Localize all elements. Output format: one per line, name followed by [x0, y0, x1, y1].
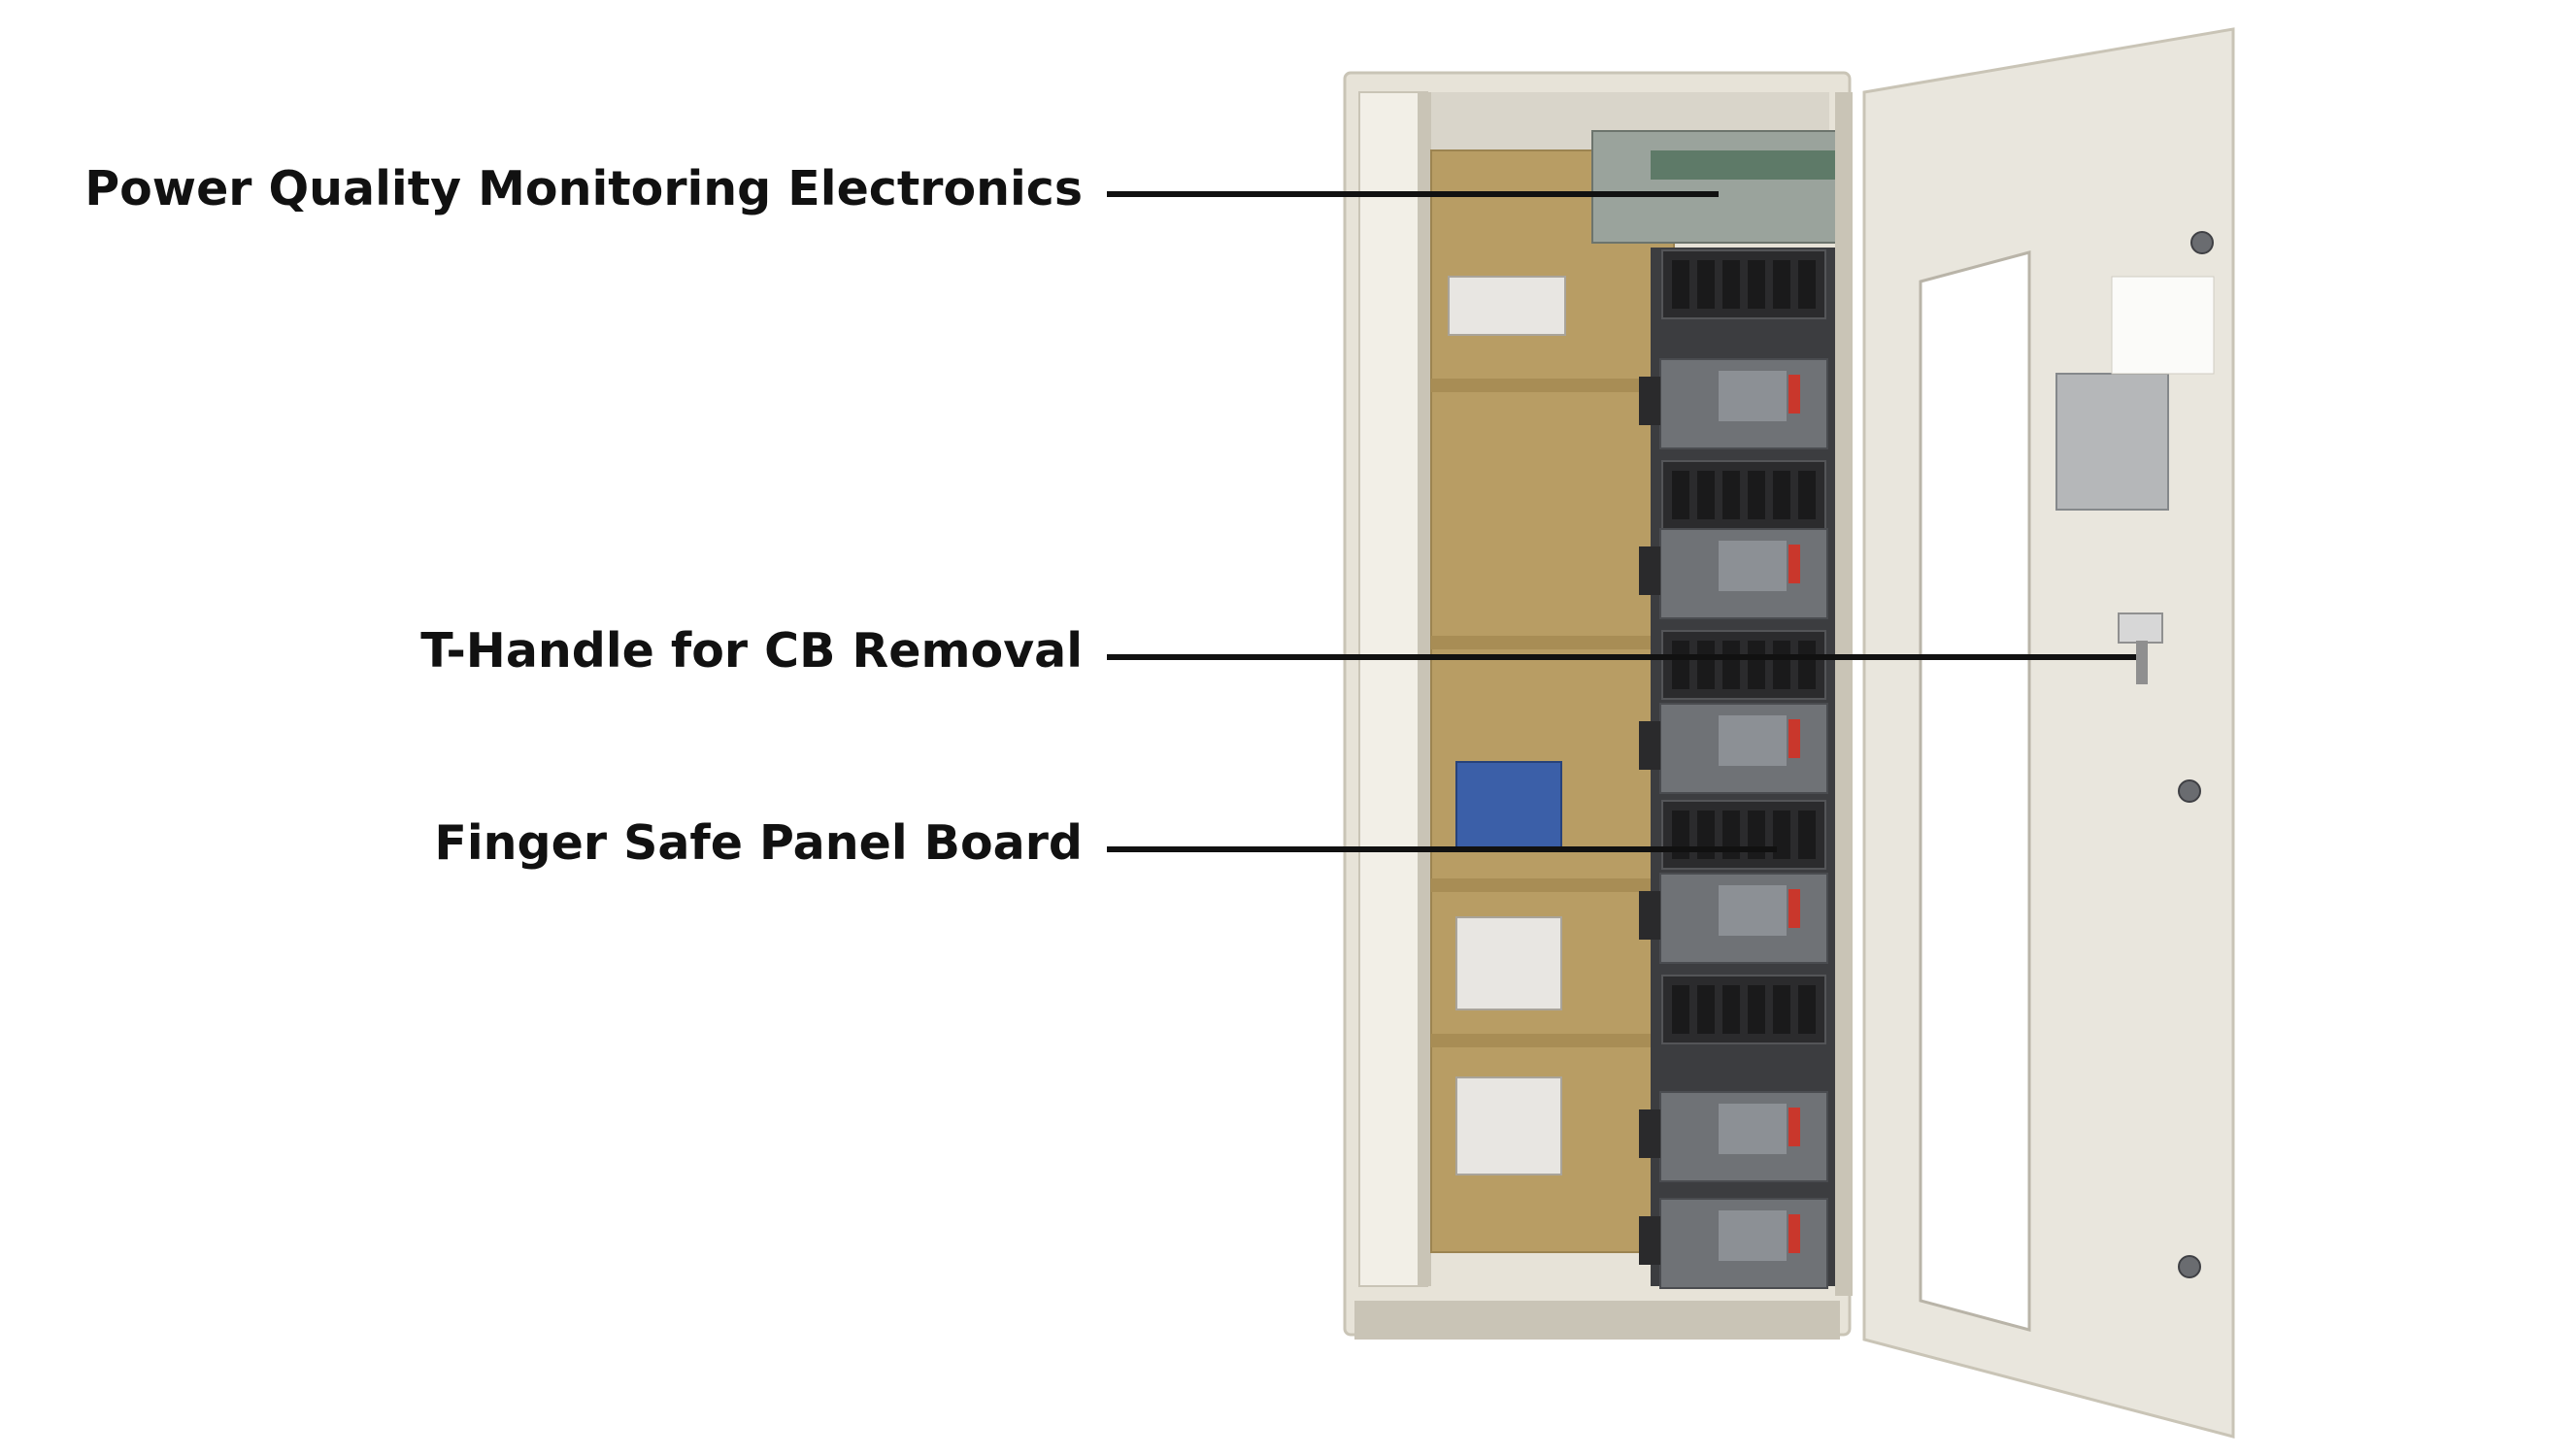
breaker-stack	[1639, 249, 1828, 1289]
cabinet-plinth	[1354, 1301, 1840, 1340]
busbar-slot	[1798, 985, 1816, 1034]
circuit-breaker-face	[1719, 371, 1787, 421]
circuit-breaker-terminal	[1639, 546, 1660, 595]
circuit-breaker-terminal	[1639, 891, 1660, 940]
circuit-breaker-face	[1719, 1104, 1787, 1154]
circuit-breaker-face	[1719, 885, 1787, 936]
busbar-slot	[1697, 471, 1715, 519]
backplate-stiffener	[1431, 878, 1674, 892]
busbar-slot	[1748, 985, 1765, 1034]
busbar-slot	[1773, 260, 1790, 309]
callout-label-thandle: T-Handle for CB Removal	[420, 623, 1083, 678]
backplate-cutout-mid	[1455, 916, 1562, 1010]
busbar-slot	[1672, 260, 1689, 309]
busbar-slot	[1798, 260, 1816, 309]
busbar-slot	[1722, 260, 1740, 309]
pqm-board	[1591, 130, 1846, 244]
busbar-slot	[1748, 471, 1765, 519]
backplate-stiffener	[1431, 1034, 1674, 1047]
door-latch-bottom	[2178, 1255, 2201, 1278]
door-latch-top	[2190, 231, 2214, 254]
circuit-breaker-terminal	[1639, 1109, 1660, 1158]
busbar-slot	[1672, 985, 1689, 1034]
busbar-slot	[1672, 471, 1689, 519]
busbar-slot	[1697, 985, 1715, 1034]
circuit-breaker-terminal	[1639, 377, 1660, 425]
busbar-slot	[1773, 811, 1790, 859]
circuit-breaker-trip-flag	[1788, 1108, 1800, 1146]
door-label-sheet	[2111, 276, 2215, 375]
backplate-cutout-low	[1455, 1076, 1562, 1175]
door-junction-box	[2055, 373, 2169, 511]
busbar-slot	[1722, 471, 1740, 519]
callout-label-fingersafe: Finger Safe Panel Board	[434, 815, 1083, 871]
busbar-slot	[1773, 641, 1790, 689]
circuit-breaker-face	[1719, 715, 1787, 766]
cabinet-hinge-frame	[1835, 92, 1853, 1296]
circuit-breaker-face	[1719, 541, 1787, 591]
backplate-stiffener	[1431, 636, 1674, 649]
callout-label-pqm: Power Quality Monitoring Electronics	[84, 161, 1083, 216]
backplate-cutout-top	[1448, 276, 1566, 336]
circuit-breaker-trip-flag	[1788, 375, 1800, 414]
busbar-slot	[1773, 985, 1790, 1034]
door-latch-mid	[2178, 779, 2201, 803]
backplate-stiffeners	[1431, 379, 1674, 1047]
busbar-slot	[1798, 641, 1816, 689]
t-handle	[2136, 641, 2148, 684]
busbar-slot	[1748, 260, 1765, 309]
busbar-slot	[1697, 260, 1715, 309]
circuit-breaker-trip-flag	[1788, 889, 1800, 928]
t-handle-holder	[2118, 612, 2163, 644]
backplate-cutout-blue	[1455, 761, 1562, 850]
circuit-breaker-terminal	[1639, 721, 1660, 770]
cabinet-left-rail	[1418, 92, 1431, 1286]
busbar-slot	[1722, 641, 1740, 689]
cabinet-left-wall	[1358, 91, 1428, 1287]
busbar-slot	[1798, 811, 1816, 859]
busbar-slot	[1773, 471, 1790, 519]
circuit-breaker-face	[1719, 1210, 1787, 1261]
backplate-stiffener	[1431, 379, 1674, 392]
busbar-slot	[1722, 985, 1740, 1034]
circuit-breaker-trip-flag	[1788, 545, 1800, 583]
circuit-breaker-terminal	[1639, 1216, 1660, 1265]
circuit-breaker-trip-flag	[1788, 1214, 1800, 1253]
busbar-slot	[1798, 471, 1816, 519]
busbar-slot	[1748, 641, 1765, 689]
busbar-slot	[1697, 641, 1715, 689]
circuit-breaker-trip-flag	[1788, 719, 1800, 758]
busbar-slot	[1672, 641, 1689, 689]
door-window	[1919, 250, 2031, 1332]
pqm-board-chip-strip	[1651, 150, 1835, 180]
